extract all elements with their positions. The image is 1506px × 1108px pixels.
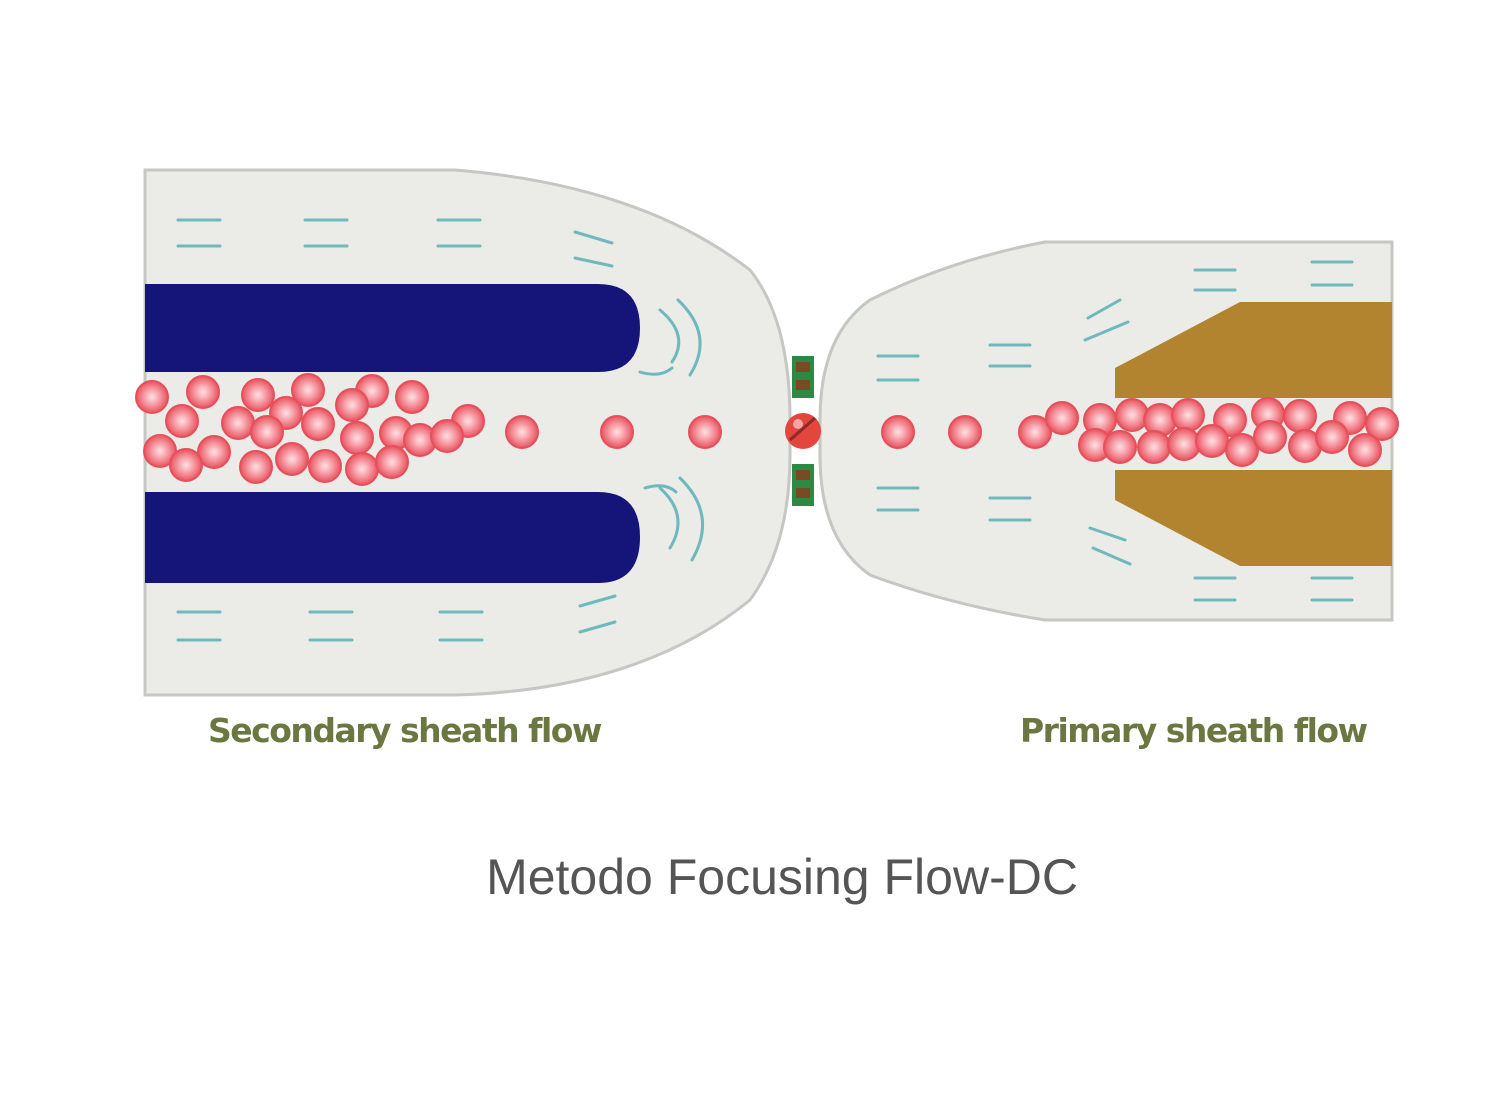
cell [1137,430,1171,464]
secondary-tube-lower [145,492,640,583]
flow-arrow [578,594,617,608]
primary-sheath-flow-label: Primary sheath flow [1020,711,1368,750]
cell [688,415,722,449]
flow-arrow [658,308,681,364]
cell [1348,433,1382,467]
cell [1225,433,1259,467]
cell [250,415,284,449]
cell [505,415,539,449]
cell [241,378,275,412]
cell [291,373,325,407]
measured-cell [785,413,821,449]
cell [169,448,203,482]
flow-arrow [658,486,680,550]
flow-arrow [676,298,702,377]
electrode-lower [792,464,814,506]
diagram-caption: Metodo Focusing Flow-DC [486,849,1078,905]
cell [143,434,177,468]
cell [600,415,634,449]
cell [1195,424,1229,458]
cell [221,406,255,440]
flow-arrow [578,620,617,634]
cell [375,445,409,479]
flow-arrows [176,218,1354,642]
flow-arrow [643,484,678,494]
flow-arrow [573,230,614,245]
cell [1018,415,1052,449]
cell [948,415,982,449]
cell [1103,430,1137,464]
flow-arrow [678,476,705,562]
cell [1365,407,1399,441]
cell [239,450,273,484]
cell [345,452,379,486]
cell [1167,427,1201,461]
cell [1253,420,1287,454]
cells [135,373,1399,486]
flow-arrow [1083,320,1130,342]
cell [1045,401,1079,435]
cell [1171,398,1205,432]
cell [308,449,342,483]
cell [340,421,374,455]
cell [301,407,335,441]
cell [1115,398,1149,432]
flow-arrow [573,256,614,268]
cell [1283,399,1317,433]
electrode-upper [792,356,814,398]
cell [430,419,464,453]
cell [197,435,231,469]
cell [1315,420,1349,454]
flow-arrow [1086,298,1122,320]
secondary-sheath-flow-label: Secondary sheath flow [208,711,602,750]
cell [395,380,429,414]
primary-nozzle-lower [1115,470,1392,566]
cell [335,388,369,422]
cell [881,415,915,449]
flow-arrow [1088,526,1127,542]
cell [165,404,199,438]
cell [135,380,169,414]
cell [186,375,220,409]
primary-nozzle-upper [1115,302,1392,398]
cell [275,442,309,476]
flow-arrow [1091,546,1132,566]
flow-arrow [638,366,674,376]
secondary-tube-upper [145,284,640,372]
